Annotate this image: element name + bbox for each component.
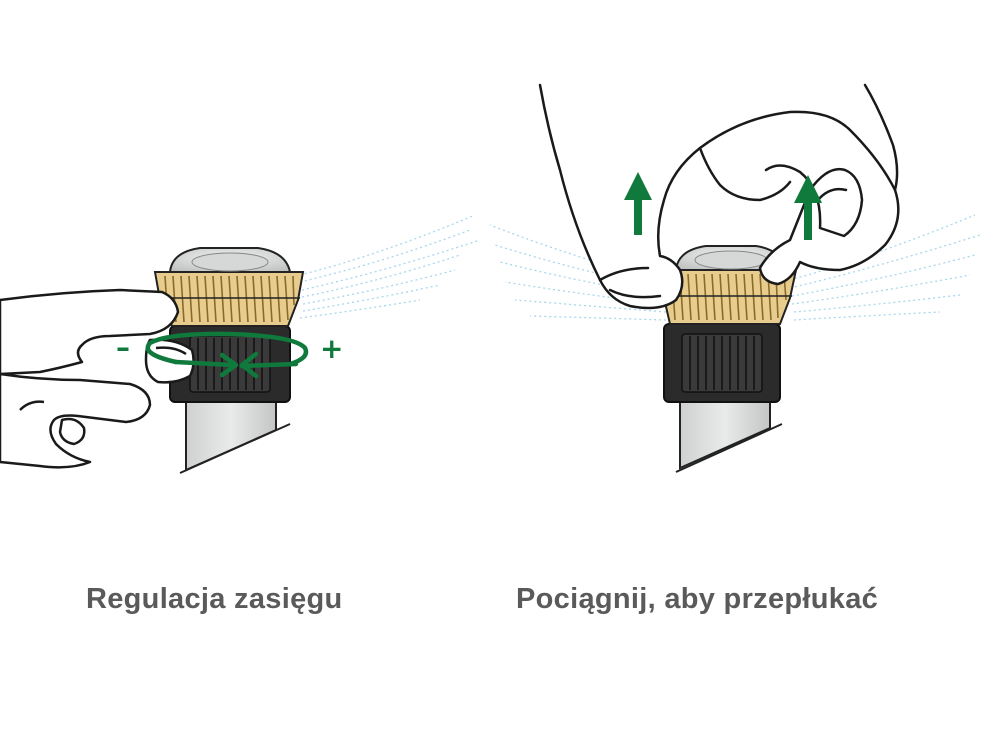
water-spray-right (299, 214, 481, 319)
hand-right (538, 83, 900, 310)
decrease-symbol: – (116, 331, 130, 364)
sprinkler-stem-left (179, 399, 291, 474)
adjustment-collar-right (663, 323, 781, 403)
hand-left (0, 288, 195, 469)
sprinkler-stem-right (675, 399, 783, 473)
right-panel-illustration (489, 83, 981, 473)
nozzle-cap-left (168, 247, 292, 273)
rotate-adjust-icon (145, 331, 309, 379)
brass-nozzle-left (153, 271, 305, 327)
increase-symbol: + (320, 332, 343, 365)
caption-range-adjustment: Regulacja zasięgu (86, 583, 343, 615)
caption-pull-to-flush: Pociągnij, aby przepłukać (516, 583, 879, 615)
left-panel-illustration: – + (0, 214, 481, 474)
pull-up-arrow-icon (624, 172, 822, 240)
